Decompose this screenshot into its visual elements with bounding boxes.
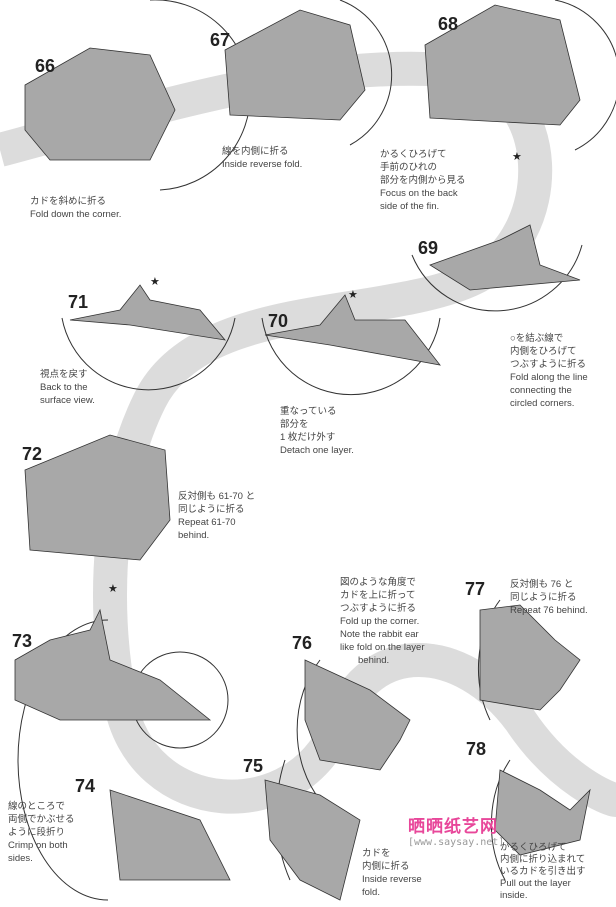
caption-line: 部分を内側から見る: [380, 175, 466, 186]
step-number-75: 75: [243, 756, 264, 776]
caption-line: side of the fin.: [380, 201, 440, 212]
model-76: [304, 659, 411, 771]
step-number-70: 70: [268, 311, 289, 331]
caption-line: ○を結ぶ線で: [510, 333, 564, 344]
caption-69: ○を結ぶ線で 内側をひろげて つぶすように折る Fold along the l…: [510, 332, 588, 410]
folded-model-shapes: [14, 4, 591, 901]
caption-line: カドを斜めに折る: [30, 196, 107, 207]
caption-line: Fold up the corner.: [340, 616, 420, 627]
caption-70: 重なっている 部分を 1 枚だけ外す Detach one layer.: [280, 405, 354, 457]
caption-line: 線を内側に折る: [222, 146, 289, 157]
caption-line: Crimp on both: [8, 840, 68, 851]
caption-line: かるくひろげて: [500, 842, 567, 853]
caption-71: 視点を戻す Back to the surface view.: [40, 368, 95, 407]
caption-line: behind.: [178, 530, 210, 541]
model-70: [264, 294, 441, 366]
caption-line: かるくひろげて: [380, 149, 447, 160]
caption-line: いるカドを引き出す: [500, 866, 586, 877]
step-number-67: 67: [210, 30, 231, 50]
model-68: [424, 4, 581, 126]
caption-line: circled corners.: [510, 398, 575, 409]
watermark: 晒晒纸艺网 [www.saysay.net]: [408, 812, 504, 848]
caption-67: 線を内側に折る Inside reverse fold.: [222, 145, 302, 171]
step-number-74: 74: [75, 776, 96, 796]
model-77: [479, 604, 581, 711]
watermark-url: [www.saysay.net]: [408, 837, 505, 848]
caption-line: connecting the: [510, 385, 572, 396]
caption-line: カドを: [362, 848, 391, 859]
caption-line: 線のところで: [8, 801, 66, 812]
step-number-71: 71: [68, 292, 89, 312]
caption-line: Pull out the layer: [500, 878, 571, 889]
caption-line: 両側でかぶせる: [8, 814, 75, 825]
caption-75: カドを 内側に折る Inside reverse fold.: [362, 847, 422, 899]
star-icon: ★: [348, 289, 358, 301]
caption-line: 反対側も 76 と: [510, 579, 574, 590]
star-icon: ★: [512, 151, 522, 163]
caption-line: Focus on the back: [380, 188, 458, 199]
caption-line: Note the rabbit ear: [340, 629, 419, 640]
caption-line: 内側をひろげて: [510, 346, 577, 357]
model-78: [494, 769, 591, 856]
caption-line: 内側に折り込まれて: [500, 854, 586, 865]
caption-76: 図のような角度で カドを上に折って つぶすように折る Fold up the c…: [340, 576, 425, 667]
step-number-72: 72: [22, 444, 43, 464]
caption-line: カドを上に折って: [340, 590, 416, 601]
caption-line: 視点を戻す: [40, 369, 88, 380]
star-icon: ★: [108, 583, 118, 595]
caption-66: カドを斜めに折る Fold down the corner.: [30, 195, 121, 221]
model-72: [24, 434, 171, 561]
step-number-69: 69: [418, 238, 439, 258]
caption-line: 内側に折る: [362, 861, 410, 872]
caption-68: かるくひろげて 手前のひれの 部分を内側から見る Focus on the ba…: [380, 148, 466, 213]
caption-line: behind.: [358, 655, 390, 666]
model-67: [224, 9, 366, 121]
caption-line: 同じように折る: [178, 504, 245, 515]
caption-line: like fold on the layer: [340, 642, 425, 653]
caption-line: つぶすように折る: [510, 359, 587, 370]
caption-line: 反対側も 61-70 と: [178, 491, 256, 502]
model-69: [429, 224, 581, 291]
model-71: [69, 284, 226, 341]
step-number-78: 78: [466, 739, 487, 759]
caption-line: Repeat 76 behind.: [510, 605, 588, 616]
step-number-66: 66: [35, 56, 56, 76]
caption-line: ように段折り: [8, 827, 66, 838]
step-number-76: 76: [292, 633, 313, 653]
caption-74: 線のところで 両側でかぶせる ように段折り Crimp on both side…: [8, 800, 75, 865]
model-73: [14, 608, 212, 721]
model-66: [24, 47, 176, 161]
caption-line: surface view.: [40, 395, 95, 406]
step-number-73: 73: [12, 631, 33, 651]
caption-line: Inside reverse fold.: [222, 159, 303, 170]
caption-line: Detach one layer.: [280, 445, 354, 456]
caption-line: Fold along the line: [510, 372, 588, 383]
star-icons: ★ ★ ★ ★: [108, 151, 522, 595]
caption-line: 1 枚だけ外す: [280, 432, 336, 443]
caption-line: 手前のひれの: [380, 162, 438, 173]
step-number-77: 77: [465, 579, 486, 599]
caption-line: 同じように折る: [510, 592, 577, 603]
caption-line: Inside reverse: [362, 874, 422, 885]
caption-78: かるくひろげて 内側に折り込まれて いるカドを引き出す Pull out the…: [500, 842, 586, 902]
caption-line: Fold down the corner.: [30, 209, 122, 220]
caption-line: 重なっている: [280, 406, 337, 417]
caption-line: inside.: [500, 890, 528, 901]
watermark-title: 晒晒纸艺网: [408, 817, 498, 837]
caption-line: 部分を: [280, 419, 309, 430]
model-75: [264, 779, 361, 901]
caption-line: つぶすように折る: [340, 603, 417, 614]
caption-77: 反対側も 76 と 同じように折る Repeat 76 behind.: [510, 578, 588, 617]
caption-line: fold.: [362, 887, 380, 898]
caption-line: sides.: [8, 853, 33, 864]
caption-72: 反対側も 61-70 と 同じように折る Repeat 61-70 behind…: [178, 490, 255, 542]
caption-line: 図のような角度で: [340, 577, 417, 588]
star-icon: ★: [150, 276, 160, 288]
caption-line: Back to the: [40, 382, 88, 393]
step-number-68: 68: [438, 14, 459, 34]
model-74: [109, 789, 231, 881]
caption-line: Repeat 61-70: [178, 517, 236, 528]
